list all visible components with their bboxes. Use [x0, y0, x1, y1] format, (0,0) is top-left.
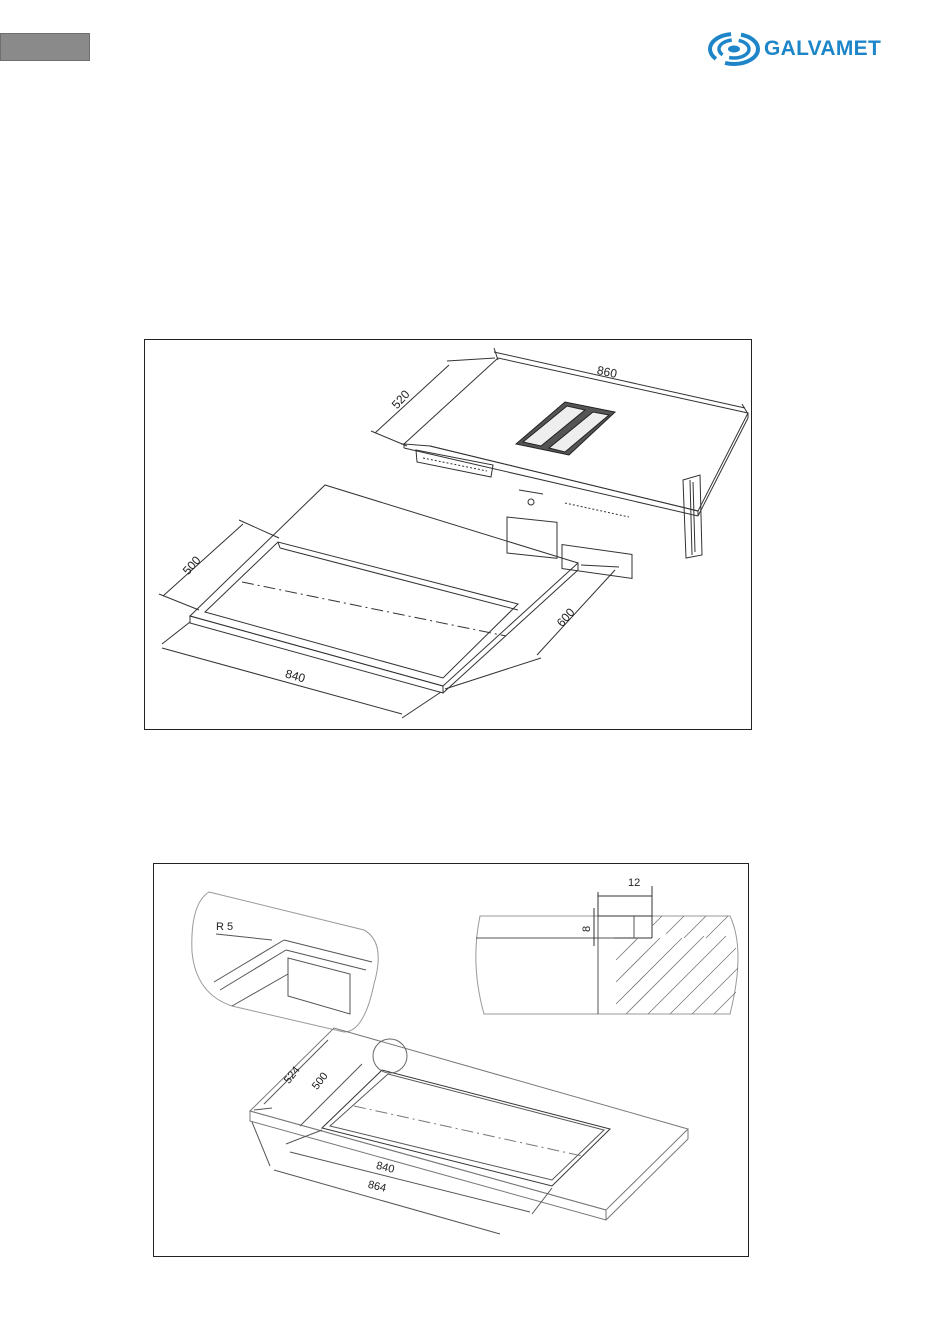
hob-underside-motor	[507, 490, 632, 578]
extractor-vent	[516, 402, 615, 455]
dimension-label-500-cut: 500	[310, 1070, 331, 1092]
section-detail	[476, 916, 738, 1014]
dimension-864	[252, 1122, 500, 1234]
dimension-label-860: 860	[596, 363, 619, 381]
dimension-label-600: 600	[554, 605, 578, 629]
dimension-label-500: 500	[180, 553, 204, 577]
dimension-label-8: 8	[581, 926, 593, 932]
radius-label: R 5	[216, 921, 233, 933]
mounting-frame	[190, 485, 578, 693]
galvamet-wave-icon	[708, 31, 760, 67]
dimension-600	[445, 565, 619, 689]
brand-name: GALVAMET	[764, 37, 881, 61]
radius-leader	[216, 934, 272, 940]
hob-underside-left	[416, 450, 493, 477]
page-marker-tab	[0, 33, 90, 61]
dimension-12	[598, 886, 652, 916]
dimension-label-864: 864	[367, 1179, 388, 1195]
dimension-label-840-cut: 840	[375, 1160, 396, 1176]
worktop-cutout-drawing: R 5 12	[153, 863, 749, 1257]
hob-side-bracket	[683, 475, 702, 558]
dimension-500-cut	[300, 1064, 362, 1126]
brand-logo: GALVAMET	[708, 28, 908, 70]
dimension-label-12: 12	[628, 877, 640, 889]
corner-detail	[192, 892, 378, 1032]
dimension-860	[494, 348, 748, 414]
dimension-500	[159, 520, 279, 610]
installation-drawing-hob: 860 520 500	[144, 339, 752, 730]
worktop-plate	[250, 1028, 688, 1220]
dimension-label-520: 520	[389, 387, 413, 411]
